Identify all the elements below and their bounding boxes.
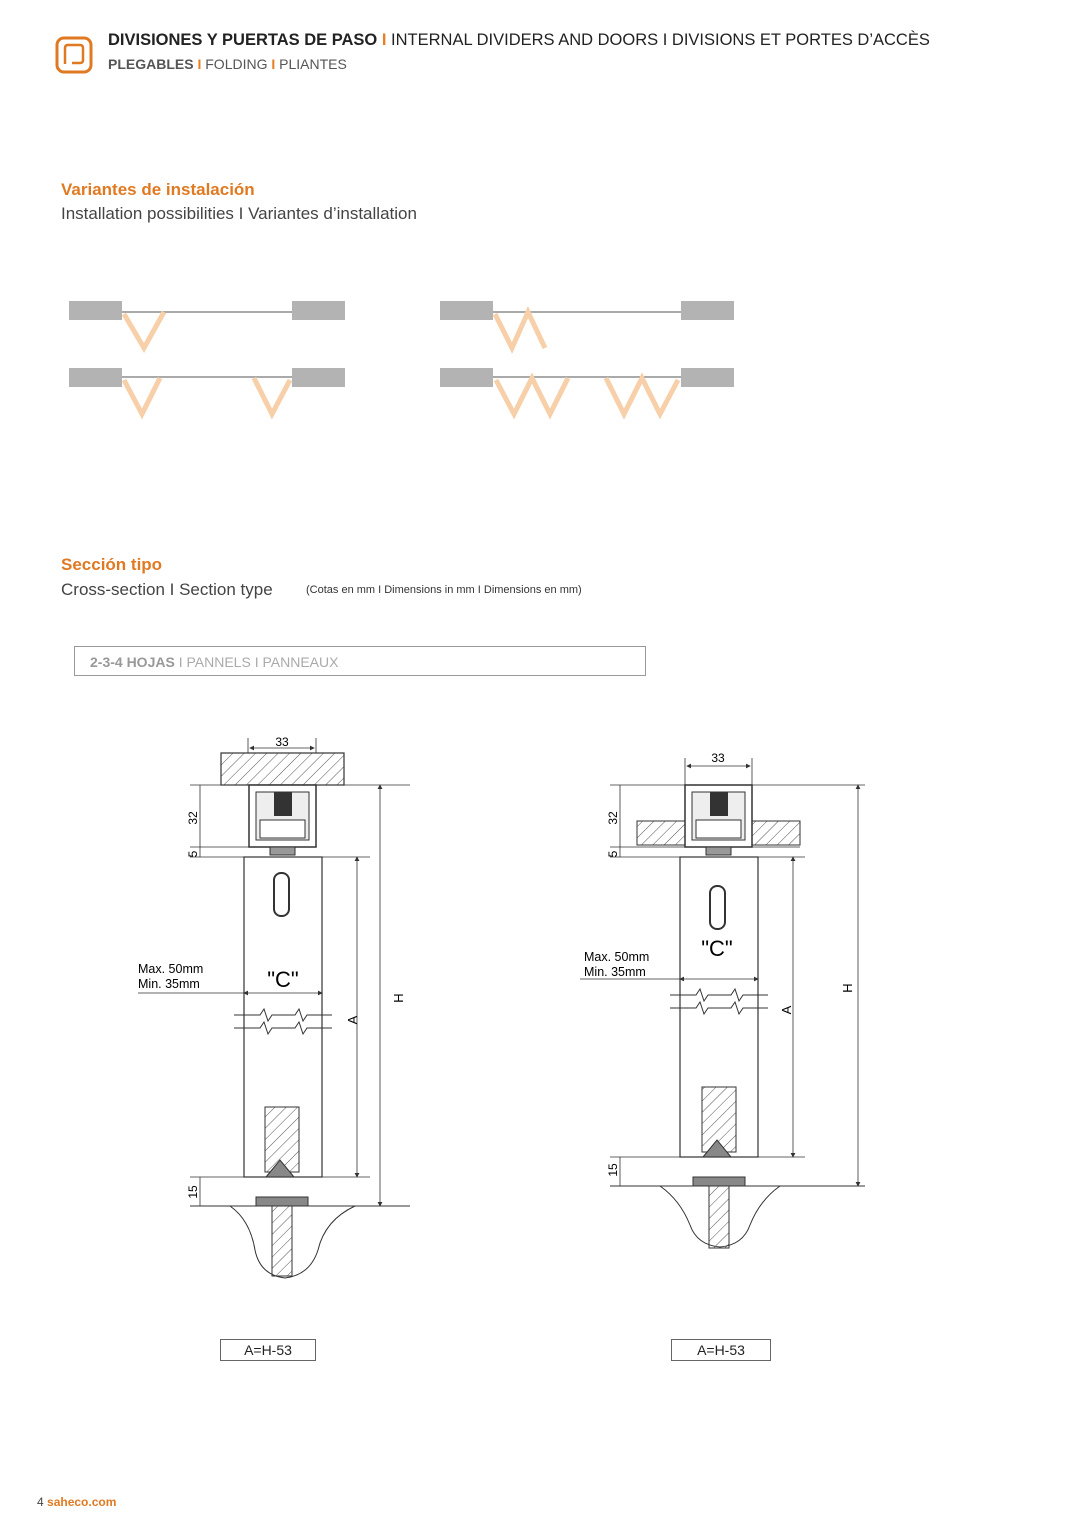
subtitle-es: PLEGABLES bbox=[108, 56, 194, 72]
section-heading: Sección tipo bbox=[61, 555, 163, 574]
brand-logo-icon bbox=[55, 36, 93, 74]
cross-section-recessed: 33 32 5 "C" Max. 50mm Min. 35mm 15 A H bbox=[580, 751, 865, 1249]
panel-thickness-label-right: "C" bbox=[701, 936, 733, 961]
max-thickness-label-right: Max. 50mm bbox=[584, 950, 649, 964]
dim-width-label-right: 33 bbox=[711, 751, 725, 765]
cross-section-ceiling-mounted: 33 32 5 "C" Max. 50mm Min. 35mm 15 A H bbox=[138, 735, 410, 1279]
dim-h-label: H bbox=[391, 993, 406, 1002]
dim-a-label: A bbox=[345, 1015, 360, 1024]
page-subtitle: PLEGABLES I FOLDING I PLIANTES bbox=[108, 56, 347, 72]
dim-bottom-label: 15 bbox=[186, 1185, 200, 1199]
variant-2-leaves bbox=[440, 301, 734, 354]
section-subheading: Cross-section I Section type bbox=[61, 580, 273, 599]
panels-label-rest: I PANNELS I PANNEAUX bbox=[178, 654, 339, 670]
dim-height-label-right: 32 bbox=[606, 811, 620, 825]
dim-height-label: 32 bbox=[186, 811, 200, 825]
page-number: 4 bbox=[37, 1495, 44, 1509]
dim-a-label-right: A bbox=[779, 1005, 794, 1014]
variant-2-plus-2-leaves bbox=[440, 368, 734, 420]
panel-thickness-label: "C" bbox=[267, 967, 299, 992]
min-thickness-label: Min. 35mm bbox=[138, 977, 200, 991]
title-en-fr: INTERNAL DIVIDERS AND DOORS I DIVISIONS … bbox=[391, 31, 930, 49]
dim-gap-label: 5 bbox=[186, 850, 200, 857]
min-thickness-label-right: Min. 35mm bbox=[584, 965, 646, 979]
footer-site-link[interactable]: saheco.com bbox=[47, 1495, 117, 1509]
formula-left: A=H-53 bbox=[220, 1339, 316, 1361]
subtitle-separator-1: I bbox=[197, 56, 202, 72]
installation-heading: Variantes de instalación bbox=[61, 180, 255, 199]
formula-right: A=H-53 bbox=[671, 1339, 771, 1361]
panels-label-box: 2-3-4 HOJAS I PANNELS I PANNEAUX bbox=[74, 646, 646, 676]
title-es: DIVISIONES Y PUERTAS DE PASO bbox=[108, 31, 378, 49]
dimensions-note: (Cotas en mm I Dimensions in mm I Dimens… bbox=[306, 584, 582, 596]
dim-gap-label-right: 5 bbox=[606, 850, 620, 857]
installation-subheading: Installation possibilities I Variantes d… bbox=[61, 204, 417, 223]
subtitle-en: FOLDING bbox=[205, 56, 268, 72]
subtitle-fr: PLIANTES bbox=[279, 56, 347, 72]
max-thickness-label: Max. 50mm bbox=[138, 962, 203, 976]
dim-bottom-label-right: 15 bbox=[606, 1163, 620, 1177]
footer: 4 saheco.com bbox=[37, 1495, 116, 1509]
page-title: DIVISIONES Y PUERTAS DE PASO I INTERNAL … bbox=[108, 31, 930, 50]
variant-1-leaf bbox=[69, 301, 345, 354]
dim-h-label-right: H bbox=[840, 983, 855, 992]
subtitle-separator-2: I bbox=[271, 56, 276, 72]
dim-width-label: 33 bbox=[275, 735, 289, 749]
variant-1-plus-1-leaves bbox=[69, 368, 345, 420]
panels-label-es: 2-3-4 HOJAS bbox=[90, 654, 175, 670]
installation-diagrams bbox=[69, 301, 734, 420]
title-separator: I bbox=[381, 31, 387, 49]
